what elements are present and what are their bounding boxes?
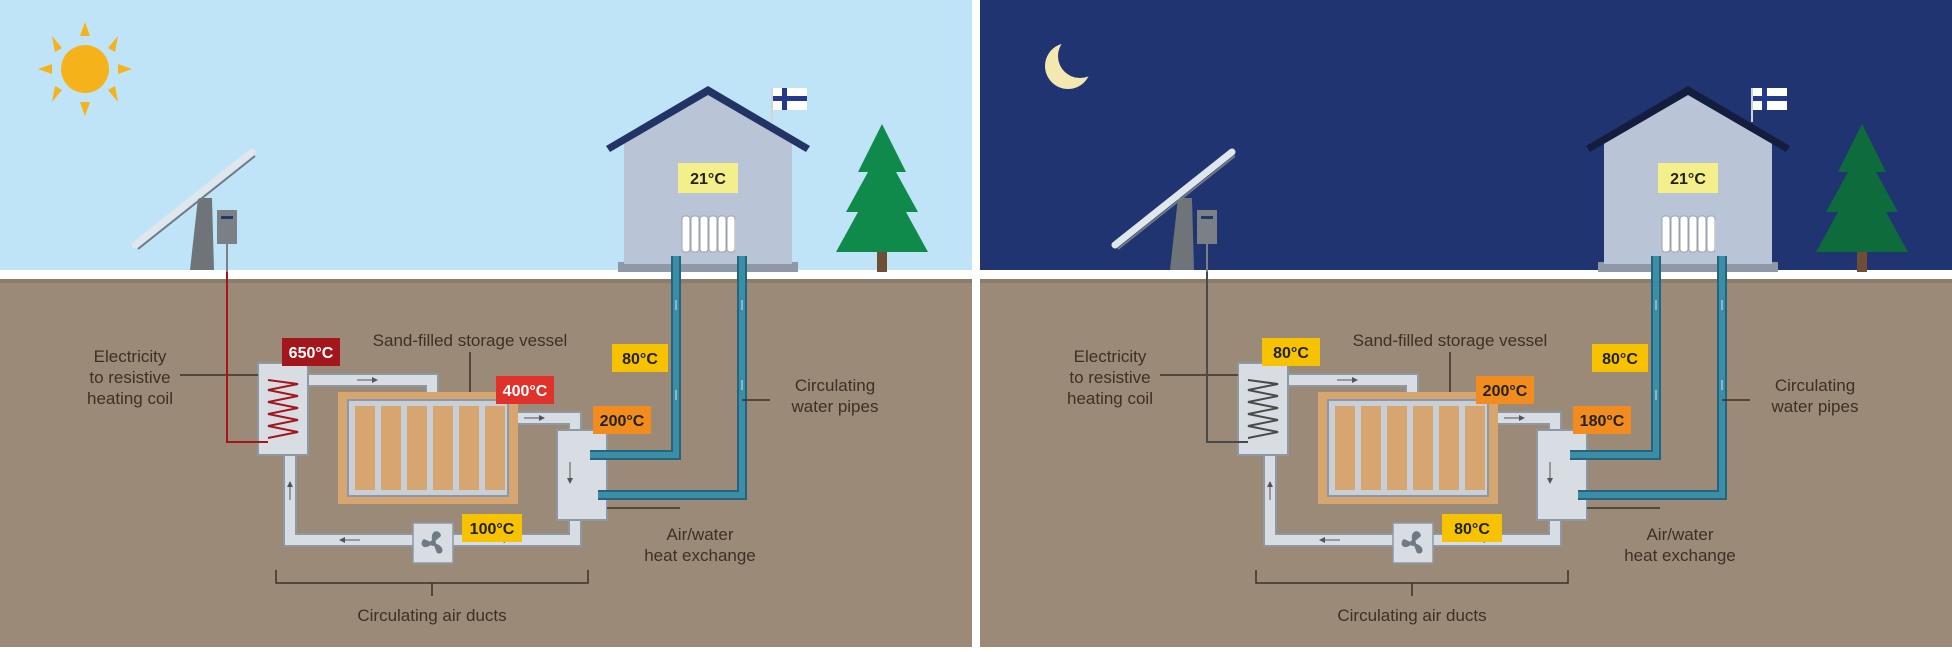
heat-exchange-label-line1: Air/water (1646, 525, 1713, 544)
coil-temp-value: 80°C (1273, 345, 1309, 362)
labels-night: Electricity to resistive heating coil Sa… (1067, 331, 1858, 625)
vessel-temp-value: 400°C (503, 383, 548, 400)
moon-icon (1045, 34, 1102, 89)
electricity-label-line1: Electricity (1074, 347, 1147, 366)
heating-coil-day (267, 379, 299, 439)
coil-temp-badge: 650°C (282, 338, 340, 366)
panel-divider (972, 0, 980, 647)
return-air-temp-value: 100°C (470, 521, 515, 538)
vessel-temp-badge: 200°C (1476, 376, 1534, 404)
exchanger-air-temp-badge: 180°C (1573, 406, 1631, 434)
room-temp-badge: 21°C (1658, 163, 1718, 193)
room-temp-value: 21°C (690, 171, 726, 188)
water-supply-temp-badge: 80°C (1592, 344, 1648, 372)
air-ducts-label: Circulating air ducts (1337, 606, 1486, 625)
sun-icon (38, 22, 132, 116)
return-air-temp-badge: 100°C (462, 514, 522, 542)
power-wire-day (226, 272, 268, 443)
vessel-temp-value: 200°C (1483, 383, 1528, 400)
day-sky-objects (38, 22, 887, 272)
labels-day: Electricity to resistive heating coil Sa… (87, 331, 878, 625)
sky-day (0, 0, 972, 270)
water-supply-temp-value: 80°C (1602, 351, 1638, 368)
vessel-temp-badge: 400°C (496, 376, 554, 404)
temperatures-night: 21°C 80°C 200°C 180°C 80°C 80°C (1262, 163, 1718, 542)
heat-exchange-label-line2: heat exchange (1624, 546, 1736, 565)
room-temp-badge: 21°C (678, 163, 738, 193)
exchanger-air-temp-value: 180°C (1580, 413, 1625, 430)
coil-temp-badge: 80°C (1262, 338, 1320, 366)
heat-exchange-label-line2: heat exchange (644, 546, 756, 565)
electricity-label-line1: Electricity (94, 347, 167, 366)
heating-coil-night (1247, 379, 1279, 439)
water-pipes-label-line1: Circulating (795, 376, 875, 395)
electricity-label-line2: to resistive (1069, 368, 1150, 387)
water-supply-temp-badge: 80°C (612, 344, 668, 372)
return-air-temp-value: 80°C (1454, 521, 1490, 538)
water-supply-temp-value: 80°C (622, 351, 658, 368)
water-pipes-label-line2: water pipes (791, 397, 879, 416)
power-wire-night (1206, 272, 1248, 443)
exchanger-air-temp-value: 200°C (600, 413, 645, 430)
electricity-label-line3: heating coil (1067, 389, 1153, 408)
pine-tree-day (836, 124, 928, 252)
pine-tree-night (1816, 124, 1908, 252)
heat-exchange-label-line1: Air/water (666, 525, 733, 544)
temperatures-day: 21°C 650°C 400°C 200°C 80°C 100°C (282, 163, 738, 542)
electricity-label-line3: heating coil (87, 389, 173, 408)
water-pipes-label-line1: Circulating (1775, 376, 1855, 395)
storage-vessel-label: Sand-filled storage vessel (1353, 331, 1548, 350)
return-air-temp-badge: 80°C (1442, 514, 1502, 542)
exchanger-air-temp-badge: 200°C (593, 406, 651, 434)
coil-temp-value: 650°C (289, 345, 334, 362)
storage-vessel-label: Sand-filled storage vessel (373, 331, 568, 350)
air-ducts-label: Circulating air ducts (357, 606, 506, 625)
sky-night (980, 0, 1952, 270)
water-pipes-label-line2: water pipes (1771, 397, 1859, 416)
room-temp-value: 21°C (1670, 171, 1706, 188)
electricity-label-line2: to resistive (89, 368, 170, 387)
